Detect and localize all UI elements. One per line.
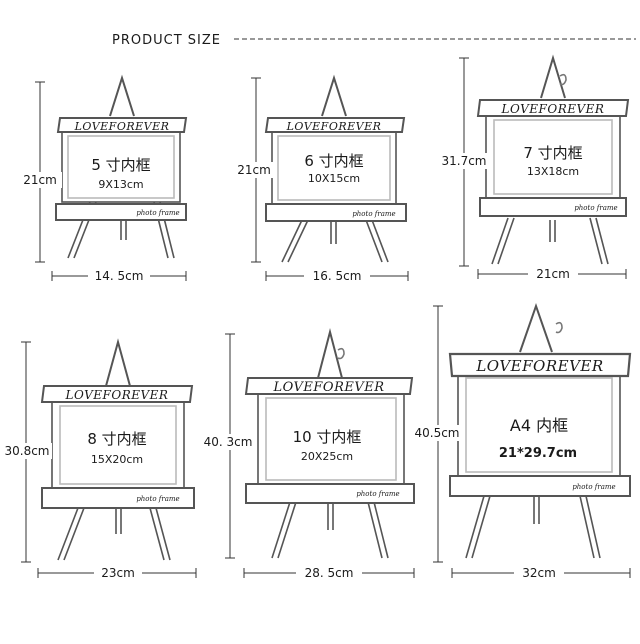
frame-6-height-label: 40.5cm — [414, 426, 459, 440]
frame-6-width-label: 32cm — [522, 566, 556, 580]
frame-1-shelf-text: photo frame — [136, 209, 179, 217]
frame-1-brand: LOVEFOREVER — [74, 120, 170, 133]
frame-5-brand: LOVEFOREVER — [272, 380, 384, 395]
frame-2-height-label: 21cm — [237, 163, 271, 177]
frame-5-inch — [55, 74, 188, 259]
frame-6-inch — [264, 74, 407, 263]
frame-3-photo-size: 13X18cm — [527, 165, 579, 178]
frame-7-inch — [476, 54, 630, 265]
frame-6-brand: LOVEFOREVER — [475, 357, 603, 375]
frame-5-photo-size: 20X25cm — [301, 450, 353, 463]
frame-2-brand: LOVEFOREVER — [286, 120, 382, 133]
frame-4-height-label: 30.8cm — [4, 444, 49, 458]
frame-4-shelf-text: photo frame — [136, 495, 179, 503]
frame-1-photo-size: 9X13cm — [98, 178, 143, 191]
frame-3-height-label: 31.7cm — [441, 154, 486, 168]
frame-3-label: 7 寸内框 — [523, 144, 582, 162]
frame-1-height-label: 21cm — [23, 173, 57, 187]
frame-3-width-label: 21cm — [536, 267, 570, 281]
frame-2-label: 6 寸内框 — [304, 152, 363, 170]
frame-5-height-label: 40. 3cm — [204, 435, 253, 449]
frame-4-label: 8 寸内框 — [87, 430, 146, 448]
frame-4-photo-size: 15X20cm — [91, 453, 143, 466]
frame-4-brand: LOVEFOREVER — [65, 388, 169, 402]
frame-5-shelf-text: photo frame — [356, 490, 399, 498]
frame-8-inch — [40, 338, 195, 561]
frame-5-width-label: 28. 5cm — [305, 566, 354, 580]
frame-1-label: 5 寸内框 — [91, 156, 150, 174]
frame-1-width-label: 14. 5cm — [95, 269, 144, 283]
frame-6-shelf-text: photo frame — [572, 483, 615, 491]
frame-6-photo-size: 21*29.7cm — [499, 446, 577, 461]
frame-3-shelf-text: photo frame — [574, 204, 617, 212]
header-title: PRODUCT SIZE — [112, 33, 221, 48]
frame-4-width-label: 23cm — [101, 566, 135, 580]
frame-a4 — [448, 302, 632, 559]
frame-2-width-label: 16. 5cm — [313, 269, 362, 283]
frame-6-label: A4 内框 — [510, 416, 568, 435]
frame-2-photo-size: 10X15cm — [308, 172, 360, 185]
frame-2-shelf-text: photo frame — [352, 210, 395, 218]
frame-10-inch — [244, 328, 415, 559]
frame-3-brand: LOVEFOREVER — [501, 102, 605, 116]
frame-5-label: 10 寸内框 — [293, 428, 362, 446]
